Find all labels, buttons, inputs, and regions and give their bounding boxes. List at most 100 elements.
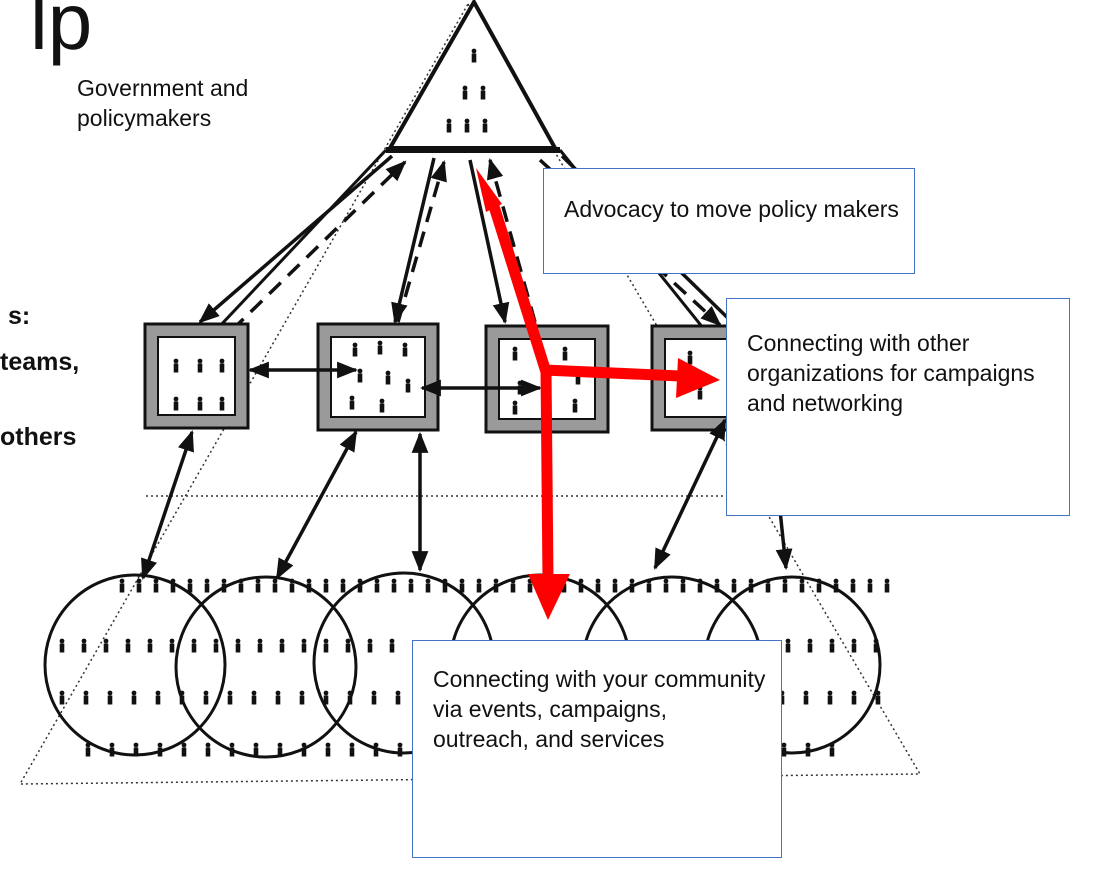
person-figure	[85, 742, 91, 757]
person-figure	[829, 638, 835, 653]
person-figure	[125, 638, 131, 653]
advocacy-callout: Advocacy to move policy makers	[543, 168, 915, 274]
person-figure	[748, 578, 754, 593]
title-fragment: lp	[30, 0, 93, 66]
red-arrow-right-head	[676, 358, 720, 398]
person-figure	[785, 638, 791, 653]
red-arrow-up-shaft	[486, 198, 552, 374]
person-figure	[279, 638, 285, 653]
person-figure	[170, 578, 176, 593]
person-figure	[374, 578, 380, 593]
person-figure	[59, 638, 65, 653]
person-figure	[875, 690, 881, 705]
person-figure	[253, 742, 259, 757]
person-figure	[133, 742, 139, 757]
person-figure	[83, 690, 89, 705]
organization-box-1	[143, 322, 250, 430]
red-arrow-down-shaft	[540, 369, 554, 581]
person-figure	[227, 690, 233, 705]
person-figure	[425, 578, 431, 593]
person-figure	[306, 578, 312, 593]
person-figure	[169, 638, 175, 653]
person-figure	[646, 578, 652, 593]
person-figure	[371, 690, 377, 705]
person-figure	[803, 690, 809, 705]
person-figure	[782, 578, 788, 593]
person-figure	[827, 690, 833, 705]
person-figure	[221, 578, 227, 593]
person-figure	[442, 578, 448, 593]
person-figure	[340, 578, 346, 593]
person-figure	[131, 690, 137, 705]
person-figure	[799, 578, 805, 593]
person-figure	[391, 578, 397, 593]
person-figure	[251, 690, 257, 705]
person-figure	[612, 578, 618, 593]
person-figure	[510, 578, 516, 593]
person-figure	[179, 690, 185, 705]
person-figure	[136, 578, 142, 593]
person-figure	[213, 638, 219, 653]
person-figure	[109, 742, 115, 757]
person-figure	[781, 742, 787, 757]
person-figure	[851, 638, 857, 653]
organizations-callout: Connecting with other organizations for …	[726, 298, 1070, 516]
person-figure	[629, 578, 635, 593]
person-figure	[408, 578, 414, 593]
person-figure	[275, 690, 281, 705]
government-label: Government and policymakers	[77, 75, 249, 131]
red-arrow-right-shaft	[543, 364, 681, 382]
person-figure	[373, 742, 379, 757]
person-figure	[884, 578, 890, 593]
person-figure	[155, 690, 161, 705]
person-figure	[323, 578, 329, 593]
person-figure	[119, 578, 125, 593]
person-figure	[235, 638, 241, 653]
person-figure	[323, 638, 329, 653]
person-figure	[301, 638, 307, 653]
person-figure	[873, 638, 879, 653]
person-figure	[345, 638, 351, 653]
person-figure	[833, 578, 839, 593]
person-figure	[323, 690, 329, 705]
person-figure	[807, 638, 813, 653]
community-callout-text: Connecting with your community via event…	[433, 666, 766, 752]
person-figure	[389, 638, 395, 653]
community-arrows	[141, 418, 793, 580]
accent-red-arrows	[476, 168, 720, 620]
person-figure	[829, 742, 835, 757]
community-callout: Connecting with your community via event…	[412, 640, 782, 858]
person-figure	[147, 638, 153, 653]
person-figure	[107, 690, 113, 705]
person-figure	[476, 578, 482, 593]
person-figure	[153, 578, 159, 593]
person-figure	[578, 578, 584, 593]
peer-arrows	[247, 361, 543, 397]
person-figure	[205, 742, 211, 757]
person-figure	[493, 578, 499, 593]
person-figure	[157, 742, 163, 757]
left-text-line-2: teams,	[0, 348, 80, 376]
person-figure	[301, 742, 307, 757]
person-figure	[238, 578, 244, 593]
person-figure	[349, 742, 355, 757]
person-figure	[595, 578, 601, 593]
person-figure	[204, 578, 210, 593]
person-figure	[395, 690, 401, 705]
person-figure	[191, 638, 197, 653]
person-figure	[289, 578, 295, 593]
person-figure	[229, 742, 235, 757]
person-figure	[867, 578, 873, 593]
person-figure	[805, 742, 811, 757]
person-figure	[272, 578, 278, 593]
person-figure	[299, 690, 305, 705]
organizations-callout-text: Connecting with other organizations for …	[747, 330, 1035, 416]
person-figure	[697, 578, 703, 593]
left-text-line-3: others	[0, 423, 77, 451]
red-arrow-down-head	[528, 574, 570, 620]
advocacy-callout-text: Advocacy to move policy makers	[564, 196, 899, 222]
person-figure	[325, 742, 331, 757]
person-figure	[816, 578, 822, 593]
person-figure	[59, 690, 65, 705]
person-figure	[714, 578, 720, 593]
